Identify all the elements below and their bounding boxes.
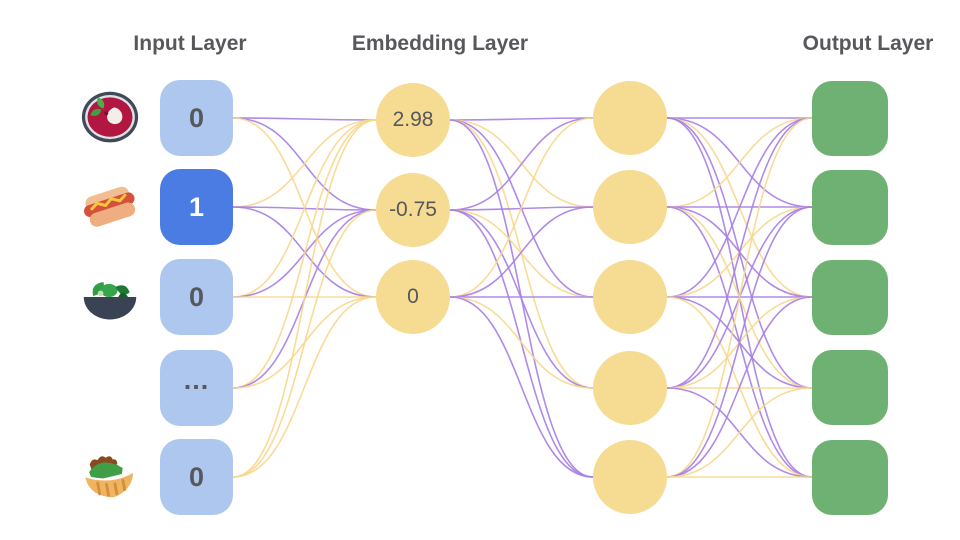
output-node-4 (812, 350, 888, 425)
pita-icon (80, 447, 140, 507)
connection-edge (232, 119, 377, 298)
borscht-icon (80, 88, 140, 148)
input-node-flatbread: 0 (160, 439, 233, 515)
connection-edge (232, 296, 377, 478)
connection-edge (232, 119, 377, 208)
hidden-node-2 (593, 170, 667, 244)
input-node-salad: 0 (160, 259, 233, 335)
output-node-3 (812, 260, 888, 335)
connection-edge (666, 387, 813, 478)
connection-edge (666, 117, 813, 208)
connection-edge (449, 209, 594, 298)
input-node-ellipsis: ... (160, 350, 233, 426)
connection-edge (449, 209, 594, 389)
output-node-2 (812, 170, 888, 245)
output-layer-title: Output Layer (802, 32, 934, 55)
hidden-node-3 (593, 260, 667, 334)
embedding-node-3: 0 (376, 260, 450, 334)
connection-edge (449, 206, 594, 298)
embedding-node-2: -0.75 (376, 173, 450, 247)
hidden-node-1 (593, 81, 667, 155)
input-node-borscht: 0 (160, 80, 233, 156)
embedding-node-1: 2.98 (376, 83, 450, 157)
hidden-node-5 (593, 440, 667, 514)
connection-edge (666, 117, 813, 478)
output-node-5 (812, 440, 888, 515)
connection-edge (666, 206, 813, 478)
connection-edge (232, 119, 377, 389)
connection-edge (449, 296, 594, 478)
connection-edge (449, 117, 594, 121)
connection-edge (449, 117, 594, 298)
output-node-1 (812, 81, 888, 156)
salad-icon (80, 267, 140, 327)
connection-edge (666, 117, 813, 298)
hidden-node-4 (593, 351, 667, 425)
connection-edge (232, 117, 377, 121)
connection-edge (449, 117, 594, 211)
input-node-hotdog: 1 (160, 169, 233, 245)
connection-edge (666, 117, 813, 389)
connection-edge (449, 296, 594, 389)
connection-edge (232, 209, 377, 478)
connection-edge (666, 296, 813, 478)
input-layer-title: Input Layer (133, 32, 247, 55)
connection-edge (232, 119, 377, 478)
hotdog-icon (80, 177, 140, 237)
embedding-layer-title: Embedding Layer (351, 32, 529, 55)
